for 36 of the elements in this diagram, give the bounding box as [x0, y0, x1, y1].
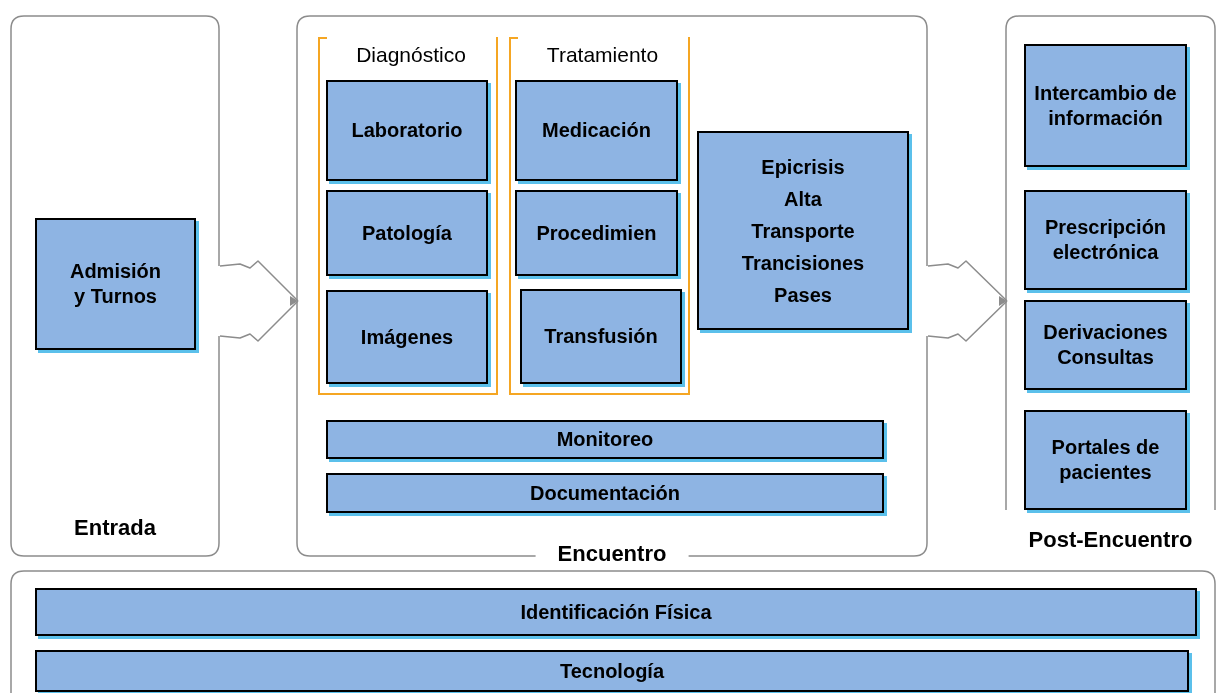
process-box [520, 289, 682, 384]
process-box [326, 80, 488, 181]
box-label: Documentación [530, 480, 680, 506]
process-box [35, 218, 196, 350]
process-box [1024, 44, 1187, 167]
box-label: Procedimien [536, 220, 657, 246]
box-label: Tecnología [559, 658, 665, 684]
process-box [326, 473, 884, 513]
box-label: Admisión y Turnos [68, 259, 163, 309]
box-label: Monitoreo [556, 427, 654, 452]
box-label: Intercambio de información [1033, 80, 1178, 131]
box-label: Laboratorio [351, 118, 463, 143]
process-box [1024, 410, 1187, 510]
process-box [697, 131, 909, 330]
process-box [515, 80, 678, 181]
box-label: Transfusión [544, 324, 658, 349]
box-label: Derivaciones Consultas [1042, 320, 1169, 370]
box-label: Medicación [542, 118, 651, 143]
box-label: Epicrisis [761, 154, 845, 180]
box-label: Alta [784, 186, 822, 212]
box-label: Patología [362, 220, 452, 246]
box-label: Identificación Física [520, 599, 712, 625]
process-box [1024, 190, 1187, 290]
box-label: Pases [774, 282, 832, 308]
box-label: Trancisiones [741, 250, 865, 276]
process-box [515, 190, 678, 276]
process-box [1024, 300, 1187, 390]
process-box [35, 650, 1189, 692]
process-box [35, 588, 1197, 636]
process-box [326, 290, 488, 384]
box-label: Imágenes [360, 324, 454, 350]
box-label: Prescripción electrónica [1043, 215, 1168, 265]
box-label: Transporte [751, 218, 855, 244]
process-box [326, 420, 884, 459]
process-box [326, 190, 488, 276]
box-label: Portales de pacientes [1050, 435, 1161, 485]
